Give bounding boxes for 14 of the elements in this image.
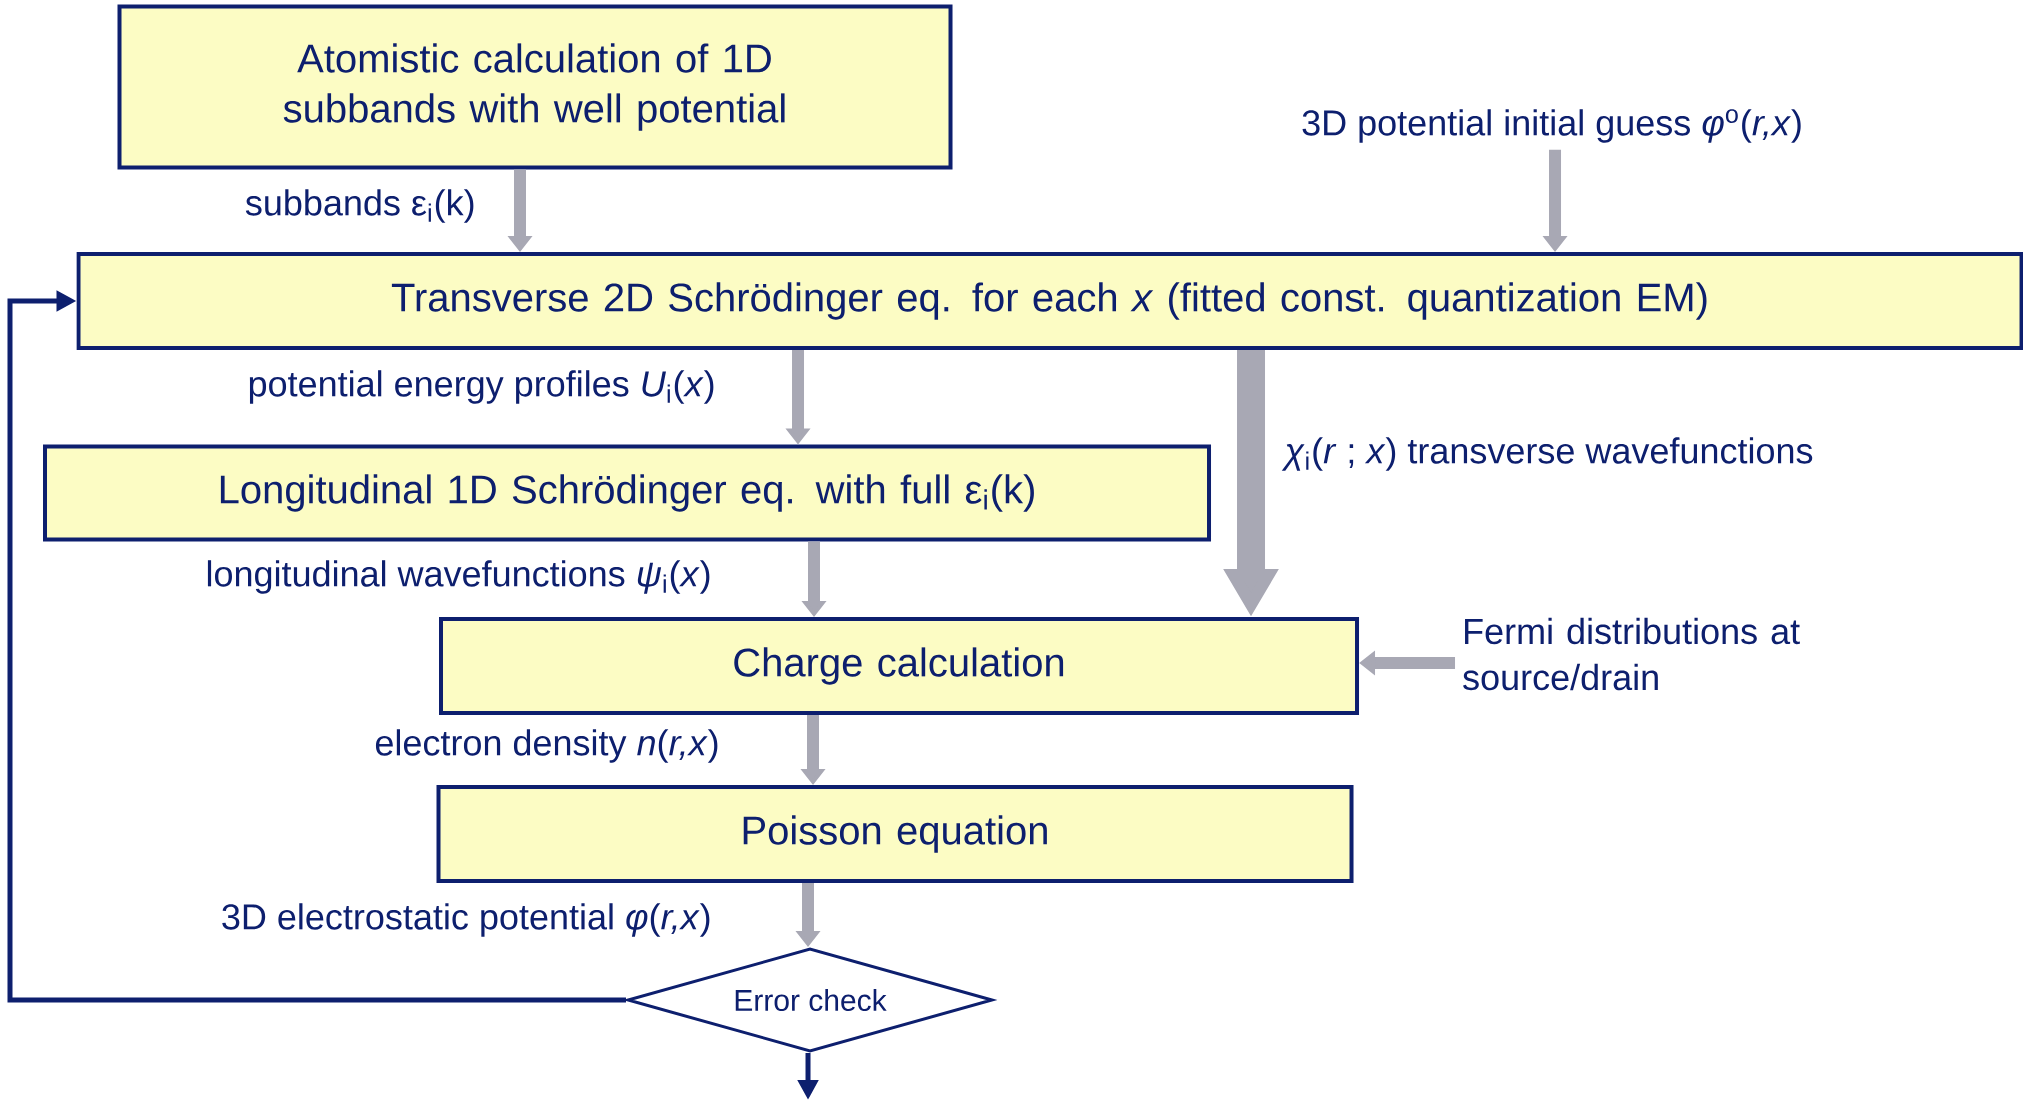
edge-label: potential energy profiles U$_{i}$(x) xyxy=(245,368,718,406)
process-box: Transverse 2D Schrödinger eq. for each x (fitted const. quantization EM) xyxy=(76,252,2023,350)
process-box: Poisson equation xyxy=(436,785,1354,883)
edge-label: χ$_{i}$(r ; x) transverse wavefunctions xyxy=(1281,435,1816,473)
arrow xyxy=(7,290,626,1003)
edge-label: 3D electrostatic potential φ(r,x) xyxy=(218,901,714,939)
input-text: Fermi distributions at source/drain xyxy=(1463,617,1800,691)
edge-label: electron density n(r,x) xyxy=(372,727,722,765)
process-box: Longitudinal 1D Schrödinger eq. with full ε$_{i}$(k) xyxy=(43,444,1211,542)
process-box: Charge calculation xyxy=(439,617,1359,715)
process-box: Atomistic calculation of 1D subbands with well potential xyxy=(117,4,953,170)
input-text: 3D potential initial guess φ$^{o}$(r,x) xyxy=(1302,109,1801,143)
edge-label: longitudinal wavefunctions ψ$_{i}$(x) xyxy=(203,558,714,596)
edge-label: subbands ε$_{i}$(k) xyxy=(242,187,478,225)
